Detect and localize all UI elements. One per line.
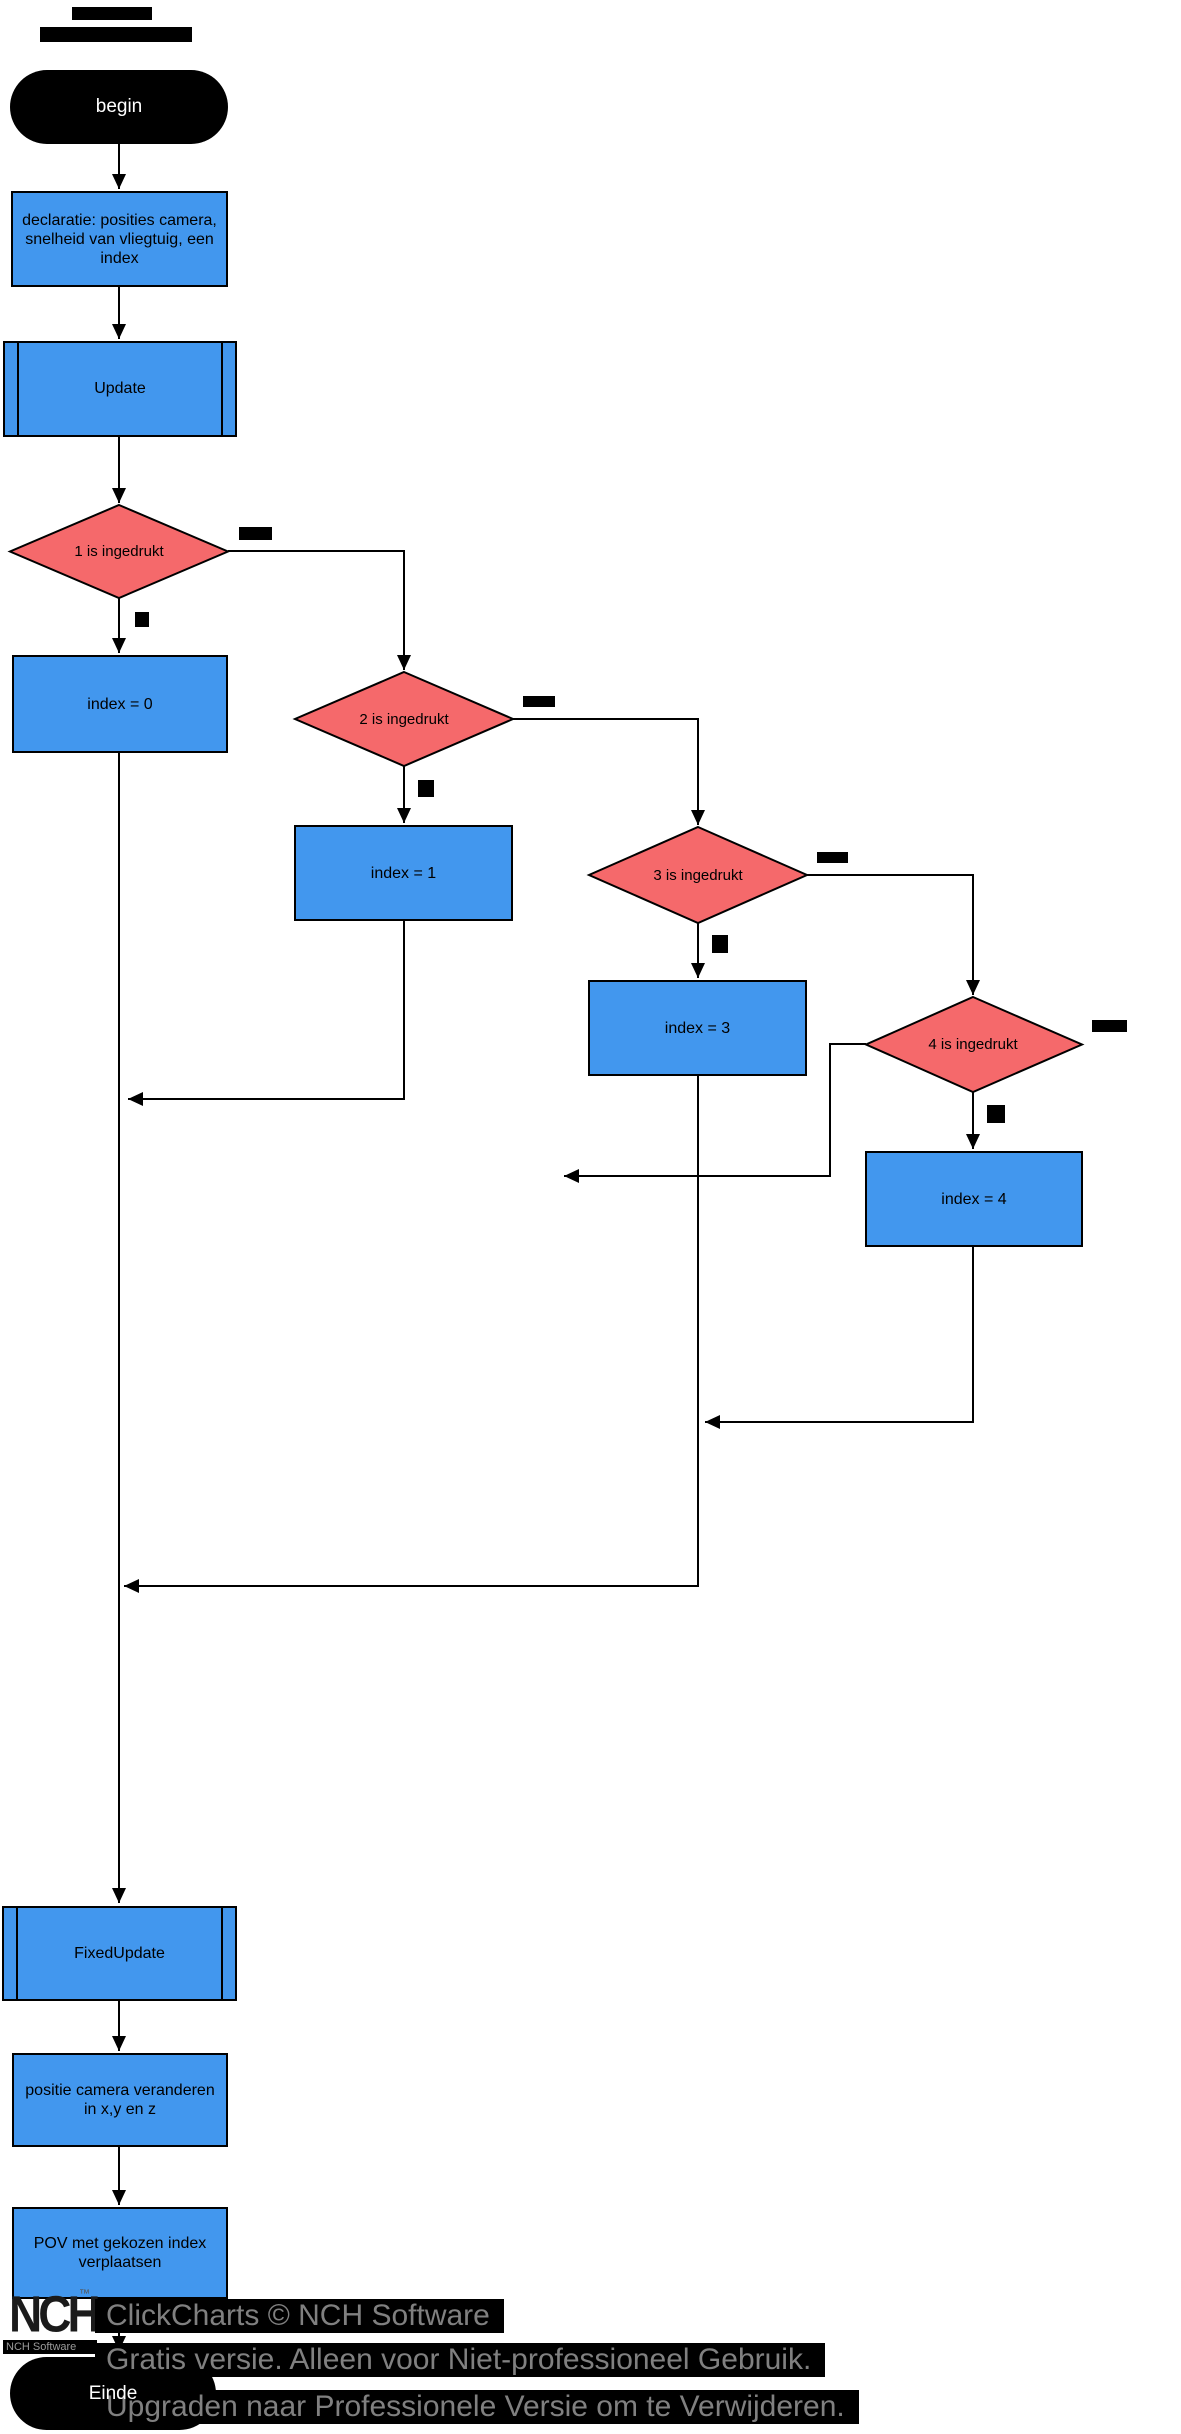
node-index4: index = 4 bbox=[865, 1151, 1083, 1247]
redacted-branch-label-decision2-no bbox=[523, 696, 555, 707]
trademark-symbol: ™ bbox=[79, 2288, 90, 2300]
watermark-line-1: ClickCharts © NCH Software bbox=[95, 2299, 504, 2333]
node-update: Update bbox=[3, 341, 237, 437]
node-index0-label: index = 0 bbox=[87, 695, 153, 713]
redacted-branch-label-decision4-no bbox=[1092, 1020, 1127, 1032]
node-index1-label: index = 1 bbox=[370, 864, 437, 882]
decision1-diamond bbox=[7, 503, 231, 600]
redacted-title-bar-2 bbox=[40, 27, 192, 42]
connector-decision1-decision2 bbox=[228, 550, 411, 670]
node-declaration: declaratie: posities camera, snelheid va… bbox=[11, 191, 228, 287]
node-fixedupdate-label: FixedUpdate bbox=[74, 1944, 165, 1962]
connector-decision2-decision3 bbox=[513, 718, 705, 825]
node-index0: index = 0 bbox=[12, 655, 228, 753]
predefined-process-side-bars bbox=[17, 343, 223, 435]
redacted-branch-label-decision1-yes bbox=[135, 612, 149, 627]
nch-logo-letters: NCH bbox=[9, 2285, 101, 2343]
redacted-branch-label-decision4-yes bbox=[987, 1105, 1005, 1123]
decision4-diamond bbox=[863, 995, 1085, 1094]
node-index4-label: index = 4 bbox=[941, 1190, 1007, 1208]
watermark-line-2: Gratis versie. Alleen voor Niet-professi… bbox=[95, 2343, 826, 2377]
node-positie-label: positie camera veranderen in x,y en z bbox=[25, 2082, 215, 2118]
node-declaration-label: declaratie: posities camera, snelheid va… bbox=[22, 211, 217, 267]
connector-index1-merge bbox=[128, 921, 405, 1106]
nch-logo-caption: NCH Software bbox=[3, 2340, 97, 2354]
redacted-branch-label-decision2-yes bbox=[418, 780, 434, 797]
redacted-branch-label-decision3-yes bbox=[712, 935, 728, 953]
node-positie: positie camera veranderen in x,y en z bbox=[12, 2053, 228, 2147]
connector-index4-merge bbox=[705, 1247, 974, 1429]
connector-index3-merge bbox=[124, 1076, 699, 1593]
node-pov: POV met gekozen index verplaatsen bbox=[12, 2207, 228, 2299]
node-index1: index = 1 bbox=[294, 825, 513, 921]
node-pov-label: POV met gekozen index verplaatsen bbox=[33, 2235, 207, 2271]
decision3-diamond bbox=[586, 825, 810, 925]
redacted-title-bar-1 bbox=[72, 7, 152, 20]
connector-decision3-decision4 bbox=[807, 874, 980, 995]
redacted-branch-label-decision1-no bbox=[239, 527, 272, 540]
node-begin: begin bbox=[10, 70, 228, 144]
watermark-line-3: Upgraden naar Professionele Versie om te… bbox=[95, 2390, 859, 2424]
decision2-diamond bbox=[292, 670, 516, 768]
node-index3: index = 3 bbox=[588, 980, 807, 1076]
predefined-process-side-bars bbox=[16, 1908, 223, 1999]
node-update-label: Update bbox=[94, 380, 146, 397]
node-fixedupdate: FixedUpdate bbox=[2, 1906, 237, 2001]
node-index3-label: index = 3 bbox=[664, 1019, 731, 1037]
nch-software-logo: NCH ™ NCH Software bbox=[3, 2285, 101, 2354]
node-begin-label: begin bbox=[95, 96, 143, 117]
redacted-branch-label-decision3-no bbox=[817, 852, 848, 863]
